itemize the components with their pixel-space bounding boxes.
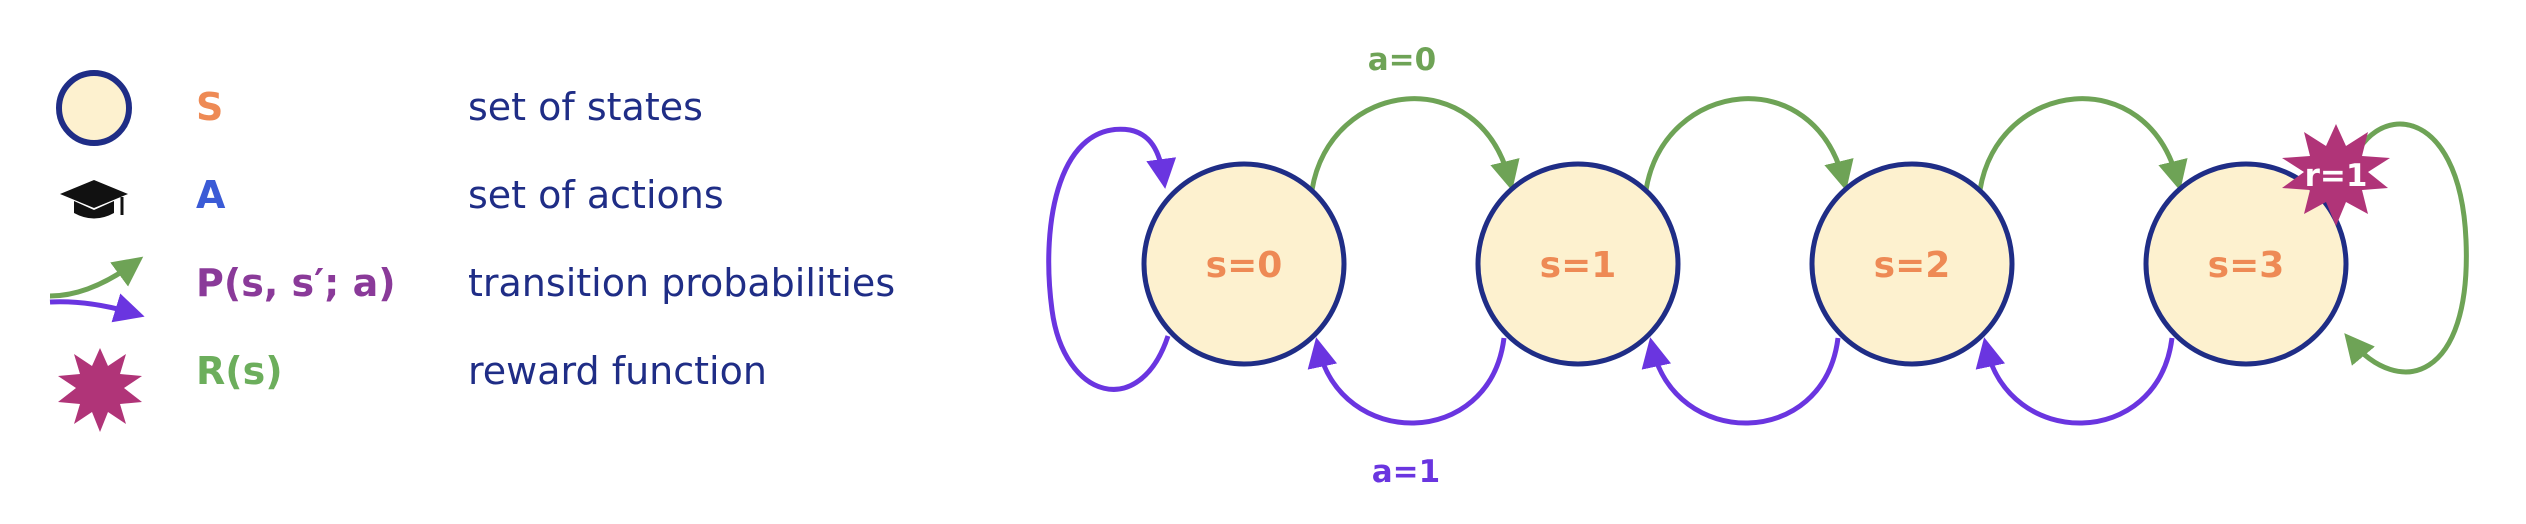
transitions: [1046, 96, 2469, 426]
state-circle: [2143, 161, 2349, 367]
legend-desc-transitions: transition probabilities: [468, 261, 895, 305]
reward-starburst-icon: [2282, 124, 2390, 226]
state-circle: [1475, 161, 1681, 367]
action-label-backward: a=1: [1372, 454, 1440, 490]
state-label: s=0: [1206, 245, 1283, 286]
state-label: s=2: [1874, 245, 1951, 286]
state-node-s2: s=2: [1809, 161, 2015, 367]
states: s=0 s=1 s=2 s=3: [1141, 161, 2349, 367]
state-circle-icon: [56, 70, 132, 146]
legend-symbol-transitions: P(s, s′; a): [196, 261, 396, 305]
self-loop-s3-arrow: [2344, 121, 2469, 375]
legend-row-actions: A set of actions: [60, 173, 724, 219]
state-node-s0: s=0: [1141, 161, 1347, 367]
legend-symbol-states: S: [196, 85, 223, 129]
reward-badge: r=1: [2282, 124, 2390, 226]
legend-desc-states: set of states: [468, 85, 703, 129]
self-loop-s0-arrow: [1046, 126, 1177, 392]
legend-row-transitions: P(s, s′; a) transition probabilities: [49, 256, 895, 323]
transition-arrows-icon: [49, 256, 145, 323]
legend-row-reward: R(s) reward function: [58, 348, 767, 432]
forward-arrow-s2-s3: [1977, 96, 2188, 191]
legend-row-states: S set of states: [56, 70, 703, 146]
reward-label: r=1: [2305, 158, 2368, 194]
action-label-forward: a=0: [1368, 42, 1436, 78]
legend: S set of states A set of actions P(s, s′…: [49, 70, 895, 432]
legend-desc-reward: reward function: [468, 349, 767, 393]
graduation-cap-icon: [60, 180, 128, 219]
backward-arrow-s2-s1: [1641, 337, 1841, 426]
legend-symbol-reward: R(s): [196, 349, 283, 393]
reward-starburst-icon: [58, 348, 142, 432]
forward-arrow-s0-s1: [1309, 96, 1520, 191]
state-label: s=1: [1540, 245, 1617, 286]
state-node-s3: s=3: [2143, 161, 2349, 367]
state-node-s1: s=1: [1475, 161, 1681, 367]
state-label: s=3: [2208, 245, 2285, 286]
state-circle: [1141, 161, 1347, 367]
backward-arrow-s1-s0: [1307, 337, 1507, 426]
forward-arrow-s1-s2: [1643, 96, 1854, 191]
state-circle: [1809, 161, 2015, 367]
legend-symbol-actions: A: [196, 173, 226, 217]
backward-arrow-s3-s2: [1975, 337, 2175, 426]
legend-desc-actions: set of actions: [468, 173, 724, 217]
